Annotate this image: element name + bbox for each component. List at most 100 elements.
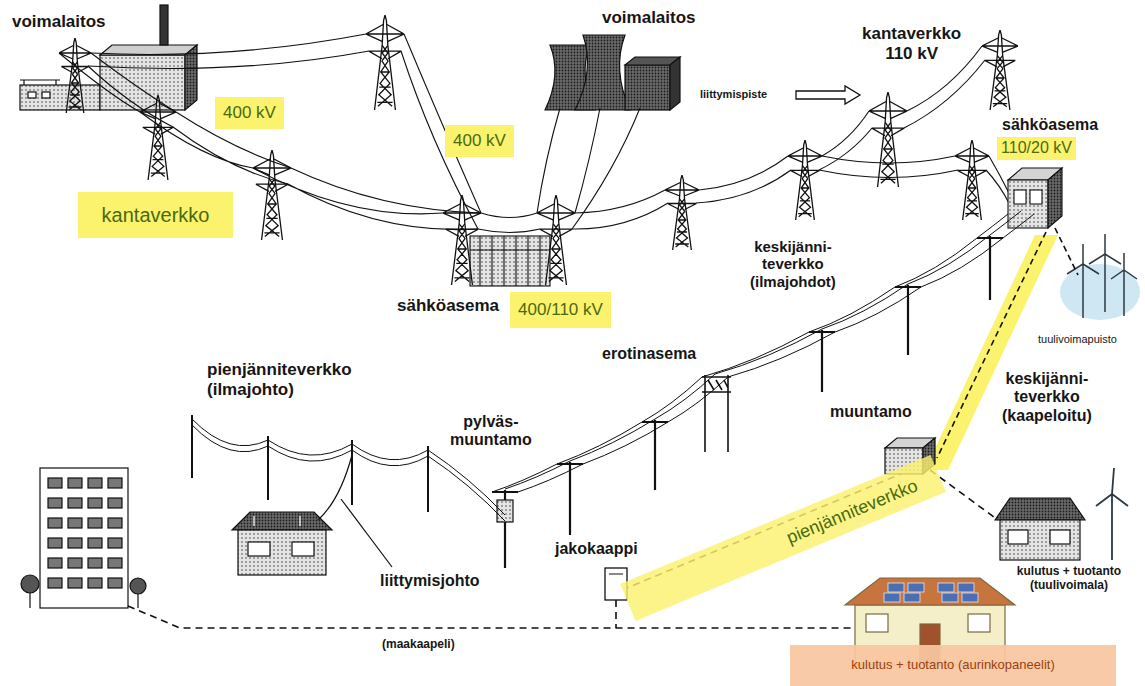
apartment-building (68, 498, 82, 508)
substation (1030, 190, 1042, 204)
station-label: erotinasema (600, 345, 698, 363)
apartment-building (108, 498, 122, 508)
power-plant (42, 92, 50, 98)
substation (1008, 180, 1048, 228)
house (232, 512, 332, 530)
apartment-building (68, 558, 82, 568)
consumer-box: kulutus + tuotanto (aurinkopaneelit) (790, 645, 1116, 686)
apartment-building (108, 518, 122, 528)
solar-house (938, 583, 954, 592)
solar-house (845, 578, 1015, 605)
apartment-building (21, 468, 146, 608)
network-highlight: kantaverkko (78, 192, 233, 238)
voltage-highlight: 400/110 kV (510, 292, 611, 328)
transmission-line (986, 156, 1010, 205)
apartment-building (68, 578, 82, 588)
station-label: sähköasema (395, 296, 501, 316)
apartment-building (21, 575, 39, 593)
highlight-band (925, 235, 1058, 470)
apartment-building (48, 578, 62, 588)
wind-farm (1089, 234, 1121, 312)
apartment-building (30, 592, 138, 608)
apartment-building (88, 538, 102, 548)
cabinet-label: jakokaappi (553, 540, 640, 558)
voltage-highlight: 110/20 kV (997, 137, 1076, 160)
pylon (443, 195, 481, 285)
underground-cable (615, 600, 617, 628)
apartment-building (48, 558, 62, 568)
cable-label: liittymisjohto (378, 572, 482, 590)
pole (192, 415, 428, 512)
transmission-line (88, 34, 369, 68)
network-label: keskijänni- teverkko (kaapeloitu) (1000, 370, 1094, 425)
pylon (537, 195, 575, 285)
node-text: 400 kV (453, 131, 506, 151)
power-plant (625, 65, 670, 110)
disconnector-station (702, 375, 731, 452)
substation (470, 236, 550, 286)
distribution-line (492, 211, 1034, 492)
plant-label: voimalaitos (10, 12, 108, 32)
cable-label: (maakaapeli) (380, 638, 457, 652)
pole-transformer (497, 500, 513, 522)
power-plant (160, 5, 168, 45)
solar-house (884, 593, 900, 602)
solar-house (904, 593, 920, 602)
house (1050, 530, 1070, 544)
apartment-building (68, 538, 82, 548)
apartment-building (88, 558, 102, 568)
consumer-label: kulutus + tuotanto (tuulivoimala) (1000, 565, 1138, 593)
plant-label: voimalaitos (600, 8, 698, 28)
station-label: sähköasema (1000, 116, 1100, 134)
distribution-cabinet (609, 574, 623, 575)
house (995, 498, 1085, 560)
apartment-building (48, 498, 62, 508)
wind-turbine (1096, 468, 1128, 560)
power-plant (100, 55, 185, 110)
pylon (982, 30, 1018, 110)
apartment-building (130, 578, 146, 594)
apartment-building (108, 578, 122, 588)
pole (492, 490, 518, 568)
transmission-line (819, 111, 872, 170)
distribution-line (518, 214, 1034, 492)
substation (470, 236, 550, 286)
solar-house (866, 614, 888, 632)
solar-house (962, 593, 978, 602)
voltage-highlight: 400 kV (215, 97, 284, 129)
solar-house (888, 583, 904, 592)
service-line (341, 499, 392, 567)
house (1008, 530, 1028, 544)
voltage-highlight: 400 kV (445, 125, 514, 157)
wind-turbine (1096, 468, 1128, 560)
service-line (318, 455, 352, 520)
underground-cable (128, 606, 855, 628)
apartment-building (108, 478, 122, 488)
house (248, 542, 270, 556)
transformer-label: pylväs- muuntamo (448, 413, 534, 450)
pole (642, 420, 668, 490)
pole (895, 285, 921, 355)
pylon (366, 15, 404, 110)
substation (1008, 168, 1062, 228)
substation (1014, 190, 1026, 204)
house (254, 516, 300, 526)
apartment-building (40, 468, 128, 608)
solar-house (958, 583, 974, 592)
node-text: pienjänniteverkko (784, 475, 921, 548)
house (1000, 520, 1080, 560)
apartment-building (88, 478, 102, 488)
node-text: kulutus + tuotanto (aurinkopaneelit) (851, 658, 1054, 673)
apartment-building (48, 518, 62, 528)
house (995, 498, 1085, 520)
solar-house (908, 583, 924, 592)
pointer-label: liittymispiste (698, 88, 769, 101)
solar-house (942, 593, 958, 602)
transformer-label: muuntamo (828, 403, 914, 421)
power-plant (28, 92, 36, 98)
pointer-arrow (796, 86, 860, 104)
pylon (788, 140, 822, 220)
wind-farm (1067, 234, 1137, 318)
house (232, 512, 332, 575)
